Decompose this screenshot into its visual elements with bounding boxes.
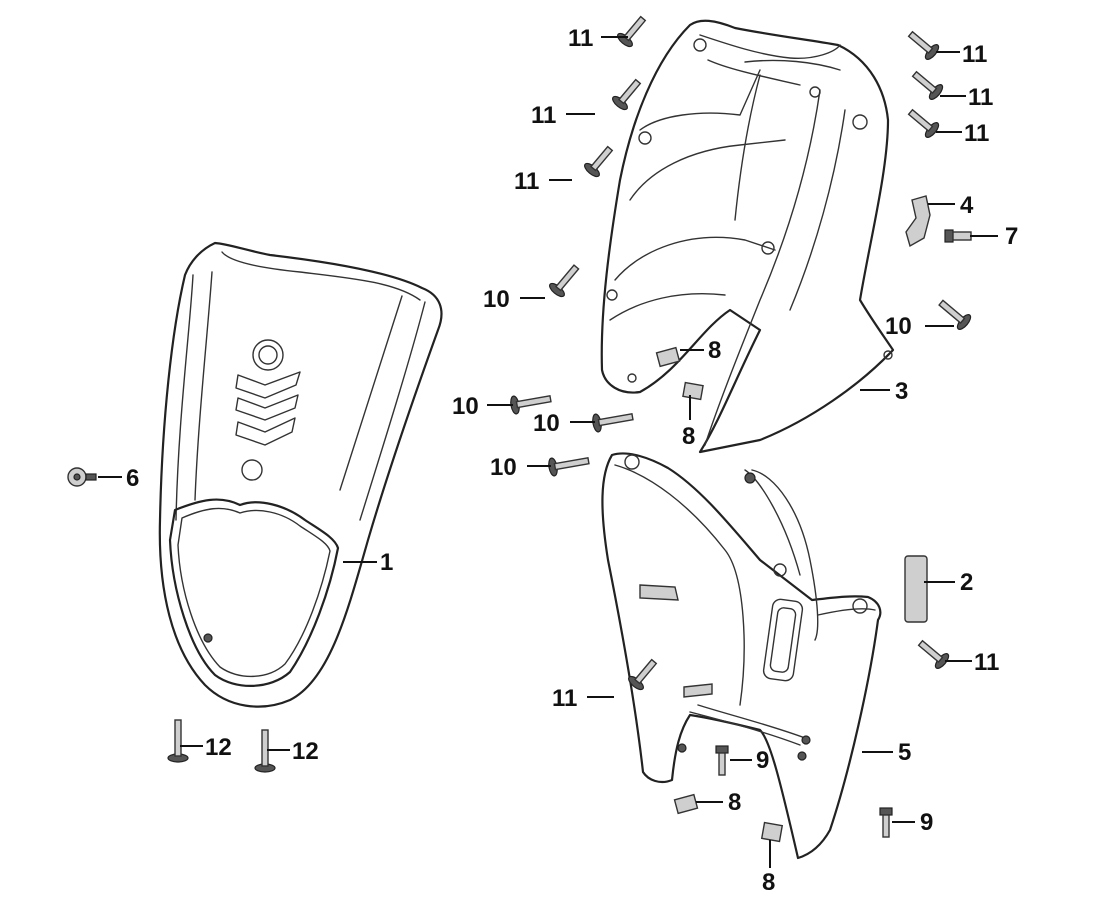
part-1-front-cover [158,241,443,708]
callout-11b: 11 [531,102,556,129]
callout-2: 2 [960,569,973,596]
bolts-part-9 [715,745,893,838]
callout-11d: 11 [962,41,987,68]
screws-part-10 [510,264,972,477]
callout-1: 1 [380,549,393,576]
leader-lines [98,36,998,868]
callout-7: 7 [1005,223,1018,250]
screws-part-12 [167,719,276,773]
clips-part-8 [655,346,784,843]
callout-5: 5 [898,739,911,766]
callout-3: 3 [895,378,908,405]
callout-10c: 10 [452,393,479,420]
callout-11h: 11 [974,649,999,676]
callout-8b: 8 [682,423,695,450]
callout-11a: 11 [568,25,593,52]
callout-8a: 8 [708,337,721,364]
callout-12a: 12 [205,734,232,761]
callout-10a: 10 [483,286,510,313]
callout-10d: 10 [533,410,560,437]
callout-9a: 9 [756,747,769,774]
part-7-bolt [944,229,972,243]
callout-11g: 11 [552,685,577,712]
callout-11f: 11 [964,120,989,147]
callout-11c: 11 [514,168,539,195]
part-6-grommet [67,467,97,487]
callout-10e: 10 [490,454,517,481]
part-4-clip [905,195,931,248]
part-3-upper-shield [600,19,895,454]
screws-part-11 [584,15,950,691]
part-2-emblem [904,555,928,623]
callout-8d: 8 [762,869,775,896]
part-5-lower-shield [601,452,882,860]
callout-10b: 10 [885,313,912,340]
callout-4: 4 [960,192,974,219]
callout-11e: 11 [968,84,993,111]
callout-numbers: 1 2 3 4 5 6 7 8 8 8 8 9 9 10 10 10 10 10… [126,25,1018,896]
callout-8c: 8 [728,789,741,816]
callout-6: 6 [126,465,139,492]
callout-12b: 12 [292,738,319,765]
callout-9b: 9 [920,809,933,836]
